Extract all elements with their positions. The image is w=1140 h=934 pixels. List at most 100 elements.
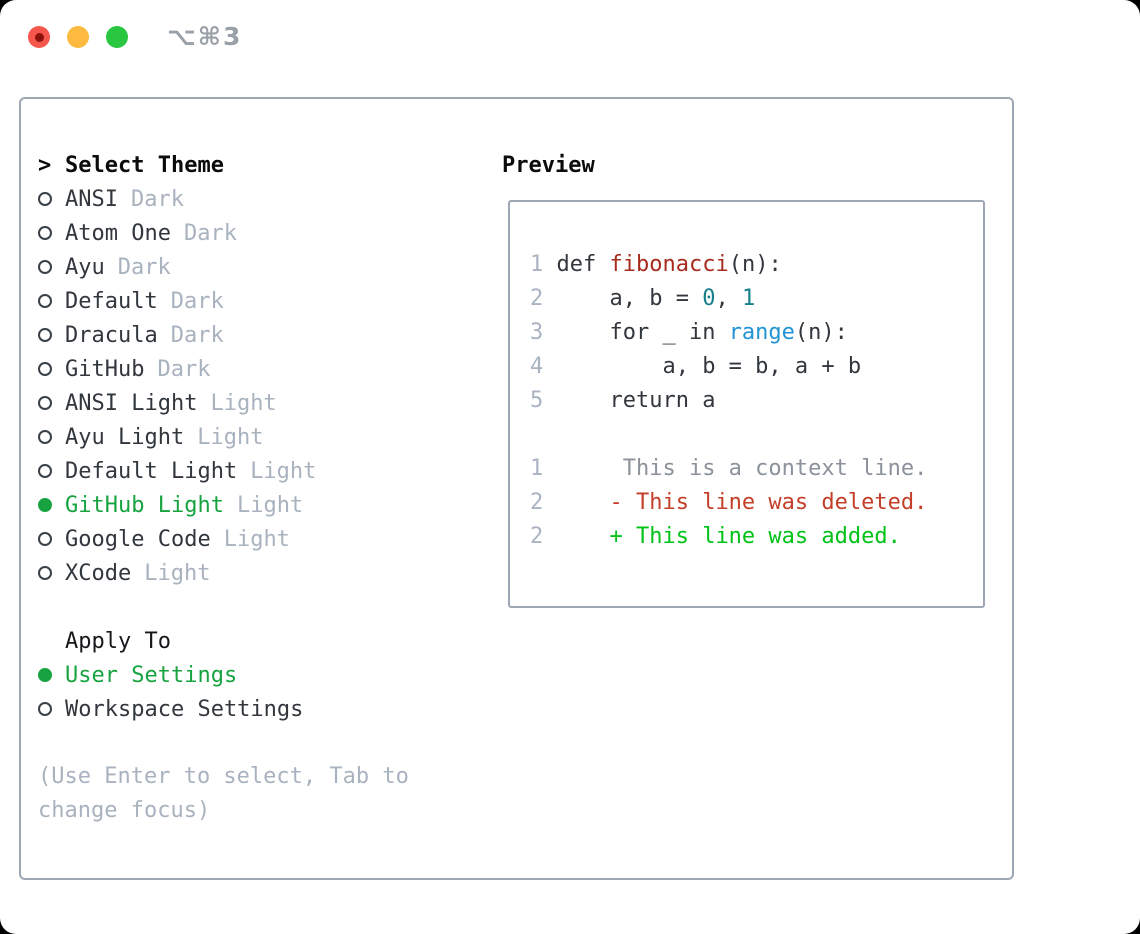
theme-variant-badge: Light	[250, 458, 317, 484]
theme-option[interactable]: ANSI Dark	[38, 182, 462, 216]
option-label: Default Light	[65, 458, 238, 484]
theme-variant-badge: Dark	[170, 322, 224, 348]
radio-icon	[38, 294, 65, 308]
theme-option[interactable]: ANSI Light Light	[38, 386, 462, 420]
code-token: 2	[530, 524, 557, 549]
apply-to-option[interactable]: User Settings	[38, 658, 462, 692]
theme-variant-badge: Dark	[170, 288, 224, 314]
theme-variant-badge: Light	[223, 526, 290, 552]
code-line: 2 + This line was added.	[530, 520, 983, 554]
code-line: 1 This is a context line.	[530, 452, 983, 486]
radio-circle	[38, 498, 52, 512]
code-token: This is a context line.	[556, 456, 928, 481]
hint-text: (Use Enter to select, Tab to change focu…	[38, 764, 409, 823]
theme-option[interactable]: Default Dark	[38, 284, 462, 318]
code-line	[530, 418, 983, 452]
option-label: Dracula	[65, 322, 158, 348]
radio-icon	[38, 566, 65, 580]
code-token: 2	[530, 286, 557, 311]
preview-title: Preview	[502, 152, 595, 178]
option-label: Ayu Light	[65, 424, 185, 450]
radio-circle	[38, 532, 52, 546]
radio-icon	[38, 702, 65, 716]
option-label: ANSI Light	[65, 390, 198, 416]
option-label: ANSI	[65, 186, 118, 212]
code-token: range	[728, 320, 795, 345]
option-label: XCode	[65, 560, 132, 586]
radio-circle	[38, 668, 52, 682]
radio-circle	[38, 294, 52, 308]
radio-circle	[38, 362, 52, 376]
theme-variant-badge: Dark	[130, 186, 184, 212]
close-button-dot-icon	[34, 32, 44, 42]
code-token: 1	[530, 252, 557, 277]
code-line: 5 return a	[530, 384, 983, 418]
radio-icon	[38, 464, 65, 478]
code-token: 3	[530, 320, 557, 345]
theme-variant-badge: Light	[236, 492, 304, 518]
code-token: return a	[556, 388, 716, 413]
theme-option[interactable]: Google Code Light	[38, 522, 462, 556]
code-token: 1	[741, 286, 756, 311]
radio-icon	[38, 362, 65, 376]
code-token: ,	[715, 286, 742, 311]
zoom-button[interactable]	[106, 26, 128, 48]
radio-circle	[38, 464, 52, 478]
code-token: + This line was added.	[556, 524, 901, 549]
code-token: 0	[702, 286, 716, 311]
option-label: Ayu	[65, 254, 105, 280]
radio-icon	[38, 532, 65, 546]
apply-to-header: Apply To	[38, 624, 462, 658]
radio-selected-icon	[38, 498, 65, 512]
code-line: 4 a, b = b, a + b	[530, 350, 983, 384]
code-token: a, b =	[556, 286, 703, 311]
theme-option[interactable]: Ayu Dark	[38, 250, 462, 284]
theme-option[interactable]: Dracula Dark	[38, 318, 462, 352]
option-label: GitHub Light	[65, 492, 224, 518]
close-button[interactable]	[28, 26, 50, 48]
radio-icon	[38, 260, 65, 274]
apply-to-label: Apply To	[65, 628, 171, 654]
theme-option[interactable]: Atom One Dark	[38, 216, 462, 250]
prompt-icon: >	[38, 152, 52, 178]
option-label: Workspace Settings	[65, 696, 304, 722]
theme-variant-badge: Light	[197, 424, 264, 450]
radio-circle	[38, 430, 52, 444]
code-token: 2	[530, 490, 557, 515]
code-token: - This line was deleted.	[556, 490, 928, 515]
window-title: ⌥⌘3	[167, 22, 243, 51]
option-label: Default	[65, 288, 158, 314]
code-token: 4	[530, 354, 557, 379]
option-label: GitHub	[65, 356, 145, 382]
code-token: (n):	[728, 252, 782, 277]
theme-option[interactable]: GitHub Light Light	[38, 488, 462, 522]
apply-to-option[interactable]: Workspace Settings	[38, 692, 462, 726]
theme-option[interactable]: Default Light Light	[38, 454, 462, 488]
theme-variant-badge: Dark	[117, 254, 171, 280]
section-gap	[38, 726, 462, 760]
minimize-button[interactable]	[67, 26, 89, 48]
theme-variant-badge: Dark	[183, 220, 237, 246]
radio-circle	[38, 192, 52, 206]
radio-circle	[38, 260, 52, 274]
radio-circle	[38, 328, 52, 342]
option-label: Atom One	[65, 220, 171, 246]
radio-circle	[38, 566, 52, 580]
code-token: 5	[530, 388, 557, 413]
radio-icon	[38, 328, 65, 342]
code-line: 3 for _ in range(n):	[530, 316, 983, 350]
theme-variant-badge: Light	[210, 390, 277, 416]
select-theme-label: Select Theme	[65, 152, 224, 178]
theme-option[interactable]: Ayu Light Light	[38, 420, 462, 454]
code-line: 2 - This line was deleted.	[530, 486, 983, 520]
option-label: Google Code	[65, 526, 211, 552]
code-token: (n):	[794, 320, 848, 345]
code-line: 2 a, b = 0, 1	[530, 282, 983, 316]
code-token: 1	[530, 456, 557, 481]
